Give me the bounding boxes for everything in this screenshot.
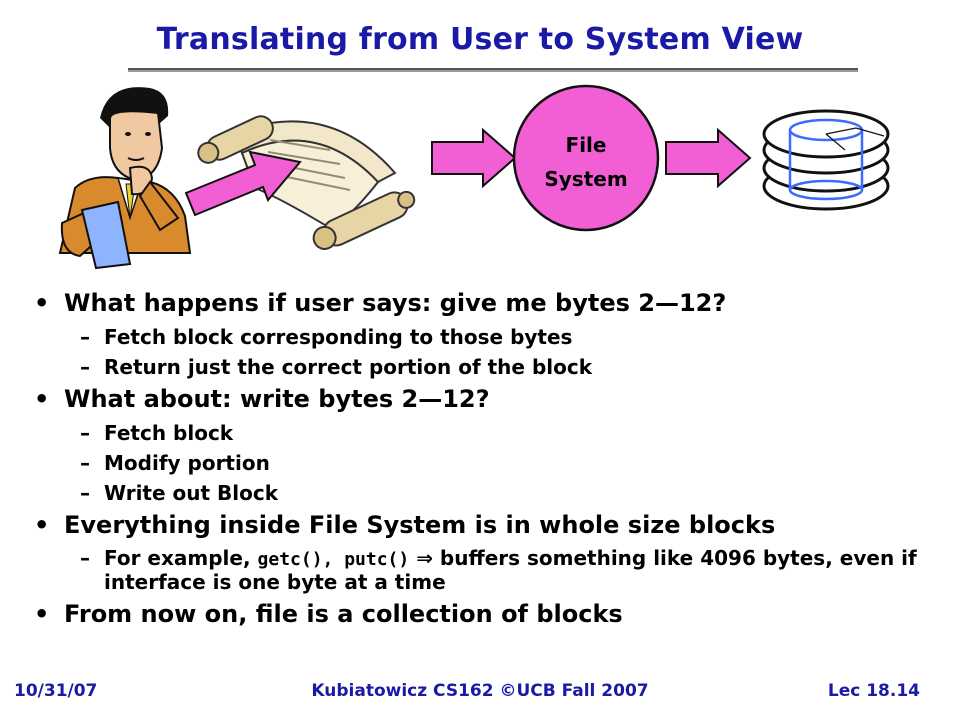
sub-bullet-text: Modify portion [104, 451, 270, 475]
sub-bullet-item: – For example, getc(), putc() ⇒ buffers … [30, 547, 940, 594]
sub-bullet-item: – Fetch block corresponding to those byt… [30, 325, 940, 349]
bullet-dot: • [34, 600, 50, 628]
sub-bullet-item: – Fetch block [30, 421, 940, 445]
sub-bullet-text: Return just the correct portion of the b… [104, 355, 593, 379]
footer-date: 10/31/07 [14, 681, 98, 701]
file-system-label-line2: System [544, 167, 627, 191]
file-system-node [512, 84, 660, 232]
bullet-text: From now on, file is a collection of blo… [64, 600, 623, 628]
sub-bullet-text: Write out Block [104, 481, 279, 505]
bullet-item: • What about: write bytes 2—12? [30, 383, 940, 415]
sub-bullet-dash: – [80, 546, 90, 570]
bullet-list: • What happens if user says: give me byt… [30, 285, 940, 630]
bullet-text: Everything inside File System is in whol… [64, 511, 776, 539]
user-person-icon [58, 87, 192, 270]
sub-bullet-text: Fetch block corresponding to those bytes [104, 325, 573, 349]
user-to-system-diagram: File System [58, 84, 890, 270]
implies-arrow-icon: ⇒ [416, 546, 433, 570]
bullet-dot: • [34, 385, 50, 413]
user-to-scroll-arrow [184, 150, 302, 217]
bullet-dot: • [34, 511, 50, 539]
sub-bullet-dash: – [80, 451, 90, 475]
disk-icon [762, 109, 890, 211]
filesystem-to-disk-arrow [665, 127, 752, 189]
sub-bullet-item: – Modify portion [30, 451, 940, 475]
example-prefix: For example, [104, 546, 258, 570]
sub-bullet-dash: – [80, 481, 90, 505]
file-system-label-line1: File [566, 133, 607, 157]
scroll-to-filesystem-arrow [431, 127, 517, 189]
sub-bullet-dash: – [80, 421, 90, 445]
example-code: getc(), putc() [257, 549, 410, 570]
title-divider [128, 68, 858, 72]
slide-title: Translating from User to System View [156, 22, 804, 57]
sub-bullet-item: – Return just the correct portion of the… [30, 355, 940, 379]
sub-bullet-item: – Write out Block [30, 481, 940, 505]
bullet-item: • Everything inside File System is in wh… [30, 509, 940, 541]
bullet-text: What happens if user says: give me bytes… [64, 289, 727, 317]
sub-bullet-text: Fetch block [104, 421, 234, 445]
sub-bullet-dash: – [80, 325, 90, 349]
footer-course: Kubiatowicz CS162 ©UCB Fall 2007 [311, 681, 649, 701]
sub-bullet-dash: – [80, 355, 90, 379]
bullet-dot: • [34, 289, 50, 317]
bullet-item: • From now on, file is a collection of b… [30, 598, 940, 630]
footer-lecture: Lec 18.14 [827, 681, 920, 701]
bullet-item: • What happens if user says: give me byt… [30, 287, 940, 319]
bullet-text: What about: write bytes 2—12? [64, 385, 490, 413]
example-suffix: buffers something like 4096 bytes, even … [104, 546, 917, 594]
